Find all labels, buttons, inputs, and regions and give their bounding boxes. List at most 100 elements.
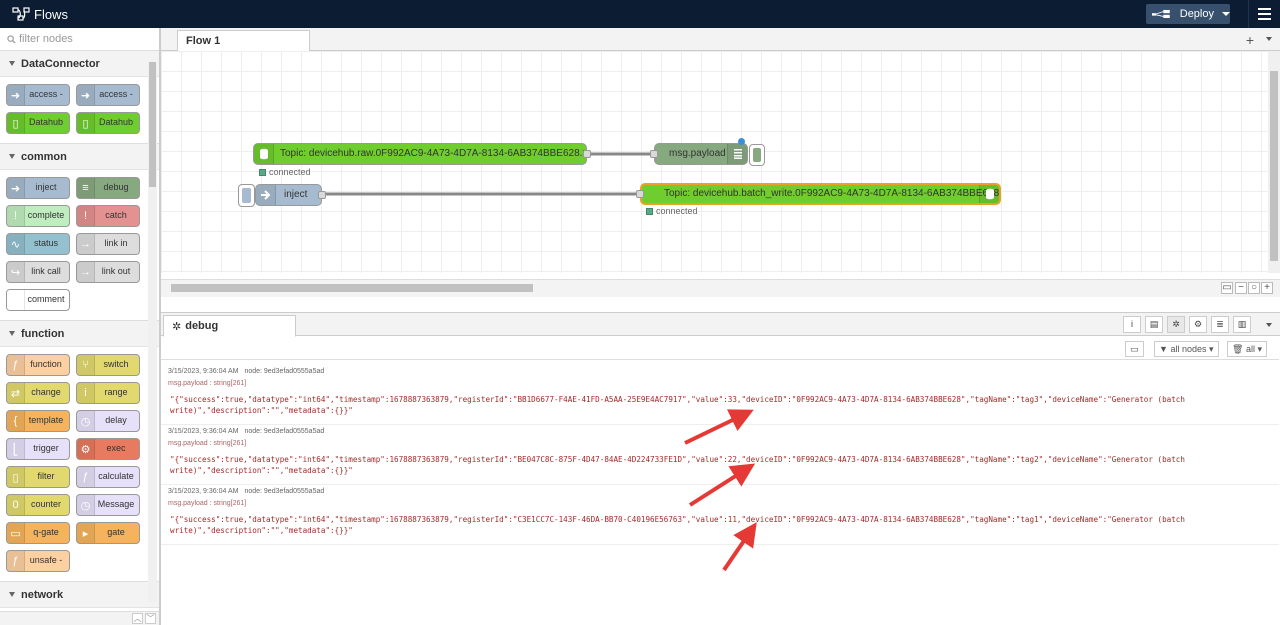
palette-node-status[interactable]: ∿status — [6, 233, 70, 255]
expand-all-icon[interactable]: ﹀ — [145, 613, 156, 624]
collapse-all-icon[interactable]: ︿ — [132, 613, 143, 624]
palette-category-body: ➜access - ➜access - ▯Datahub ▯Datahub — [0, 77, 159, 144]
palette-node-datahub[interactable]: ▯Datahub — [76, 112, 140, 134]
main-menu-button[interactable] — [1248, 0, 1280, 28]
palette-node-gate[interactable]: ▸gate — [76, 522, 140, 544]
debug-toggle-button[interactable] — [749, 144, 765, 166]
link-in-icon: → — [77, 234, 95, 254]
palette-node-comment[interactable]: comment — [6, 289, 70, 311]
flow-list-caret-icon[interactable] — [1266, 37, 1272, 41]
inject-node[interactable]: inject — [255, 184, 326, 206]
debug-message-payload[interactable]: "{"success":true,"datatype":"int64","tim… — [170, 455, 1190, 475]
add-flow-icon[interactable]: + — [1245, 32, 1254, 48]
config-gear-icon[interactable]: ⚙ — [1189, 316, 1207, 333]
help-book-icon[interactable]: ▤ — [1145, 316, 1163, 333]
palette-node-trigger[interactable]: ⎣trigger — [6, 438, 70, 460]
info-icon[interactable]: i — [1123, 316, 1141, 333]
palette-node-access[interactable]: ➜access - — [76, 84, 140, 106]
zoom-reset-icon[interactable]: ○ — [1248, 282, 1260, 294]
palette-node-q-gate[interactable]: ▭q-gate — [6, 522, 70, 544]
sidebar-menu-caret-icon[interactable] — [1266, 323, 1272, 327]
palette-categories: DataConnector➜access -➜access -▯Datahub▯… — [0, 51, 159, 611]
palette-node-message[interactable]: ◷Message — [76, 494, 140, 516]
palette-node-exec[interactable]: ⚙exec — [76, 438, 140, 460]
deploy-button[interactable]: Deploy — [1146, 4, 1230, 24]
app-title: Flows — [34, 6, 68, 22]
debug-source-node[interactable]: node: 9ed3efad0555a5ad — [244, 488, 325, 495]
palette-node-inject[interactable]: ➜inject — [6, 177, 70, 199]
sidebar: ✲ debug i ▤ ✲ ⚙ ≣ ▥ ▭ ▼ all nodes ▾ 🗑 al… — [160, 312, 1280, 625]
workspace-horizontal-scrollbar[interactable] — [171, 284, 533, 292]
debug-message-payload[interactable]: "{"success":true,"datatype":"int64","tim… — [170, 395, 1190, 415]
palette-node-template[interactable]: {template — [6, 410, 70, 432]
palette-scrollbar[interactable] — [148, 62, 157, 602]
debug-bug-icon[interactable]: ✲ — [1167, 316, 1185, 333]
palette-node-filter[interactable]: ▯filter — [6, 466, 70, 488]
workspace-vertical-scrollbar[interactable] — [1268, 51, 1280, 273]
palette-node-datahub[interactable]: ▯Datahub — [6, 112, 70, 134]
palette-node-link-in[interactable]: →link in — [76, 233, 140, 255]
debug-msg-payload-node[interactable]: msg.payload — [650, 143, 748, 165]
filter-nodes-button[interactable]: ▼ all nodes ▾ — [1154, 341, 1219, 357]
palette-category-function[interactable]: function — [0, 321, 159, 347]
zoom-in-icon[interactable]: + — [1261, 282, 1273, 294]
input-port[interactable] — [650, 150, 658, 158]
datahub-in-status: connected — [259, 167, 311, 177]
palette-node-link-call[interactable]: ↪link call — [6, 261, 70, 283]
database-icon — [254, 144, 274, 164]
datahub-icon: ▯ — [7, 113, 25, 133]
dashboard-chart-icon[interactable]: ▥ — [1233, 316, 1251, 333]
q-gate-icon: ▭ — [7, 523, 25, 543]
palette-category-common[interactable]: common — [0, 144, 159, 170]
workspace-tabs: Flow 1 + — [161, 28, 1280, 52]
datahub-out-node[interactable]: Topic: devicehub.batch_write.0F992AC9-4A… — [636, 183, 1001, 205]
palette-node-debug[interactable]: ≡debug — [76, 177, 140, 199]
tab-debug[interactable]: ✲ debug — [163, 315, 296, 337]
counter-icon: 0 — [7, 495, 25, 515]
deploy-menu-caret-icon[interactable] — [1222, 12, 1230, 16]
palette-node-switch[interactable]: ⑂switch — [76, 354, 140, 376]
output-port[interactable] — [583, 150, 591, 158]
palette-node-change[interactable]: ⇄change — [6, 382, 70, 404]
palette-search-input[interactable]: filter nodes — [19, 33, 73, 45]
palette-node-complete[interactable]: !complete — [6, 205, 70, 227]
datahub-in-node[interactable]: Topic: devicehub.raw.0F992AC9-4A73-4D7A-… — [253, 143, 591, 165]
complete-icon: ! — [7, 206, 25, 226]
palette-footer: ︿ ﹀ — [0, 611, 159, 625]
debug-source-node[interactable]: node: 9ed3efad0555a5ad — [244, 428, 325, 435]
zoom-out-icon[interactable]: − — [1235, 282, 1247, 294]
unsafe-icon: ƒ — [7, 551, 25, 571]
context-data-icon[interactable]: ≣ — [1211, 316, 1229, 333]
palette-node-link-out[interactable]: →link out — [76, 261, 140, 283]
palette-node-catch[interactable]: !catch — [76, 205, 140, 227]
exec-icon: ⚙ — [77, 439, 95, 459]
output-port[interactable] — [318, 191, 326, 199]
caret-down-icon: ▾ — [1257, 344, 1263, 354]
palette-node-access[interactable]: ➜access - — [6, 84, 70, 106]
input-port[interactable] — [636, 190, 644, 198]
debug-message-payload[interactable]: "{"success":true,"datatype":"int64","tim… — [170, 515, 1190, 535]
inject-trigger-button[interactable] — [238, 184, 255, 207]
inject-icon: ➜ — [7, 178, 25, 198]
clear-messages-button[interactable]: 🗑 all ▾ — [1227, 341, 1268, 357]
navigator-icon[interactable]: ▭ — [1221, 282, 1233, 294]
palette-node-delay[interactable]: ◷delay — [76, 410, 140, 432]
app-logo: Flows — [12, 6, 68, 22]
debug-source-node[interactable]: node: 9ed3efad0555a5ad — [244, 368, 325, 375]
palette-category-network[interactable]: network — [0, 582, 159, 608]
flow-canvas[interactable]: Topic: devicehub.raw.0F992AC9-4A73-4D7A-… — [161, 51, 1269, 273]
palette-search[interactable]: filter nodes — [0, 28, 159, 51]
tab-flow-1[interactable]: Flow 1 — [177, 30, 310, 52]
open-window-icon[interactable]: ▭ — [1125, 341, 1144, 357]
palette-category-dataconnector[interactable]: DataConnector — [0, 51, 159, 77]
switch-icon: ⑂ — [77, 355, 95, 375]
access-icon: ➜ — [77, 85, 95, 105]
